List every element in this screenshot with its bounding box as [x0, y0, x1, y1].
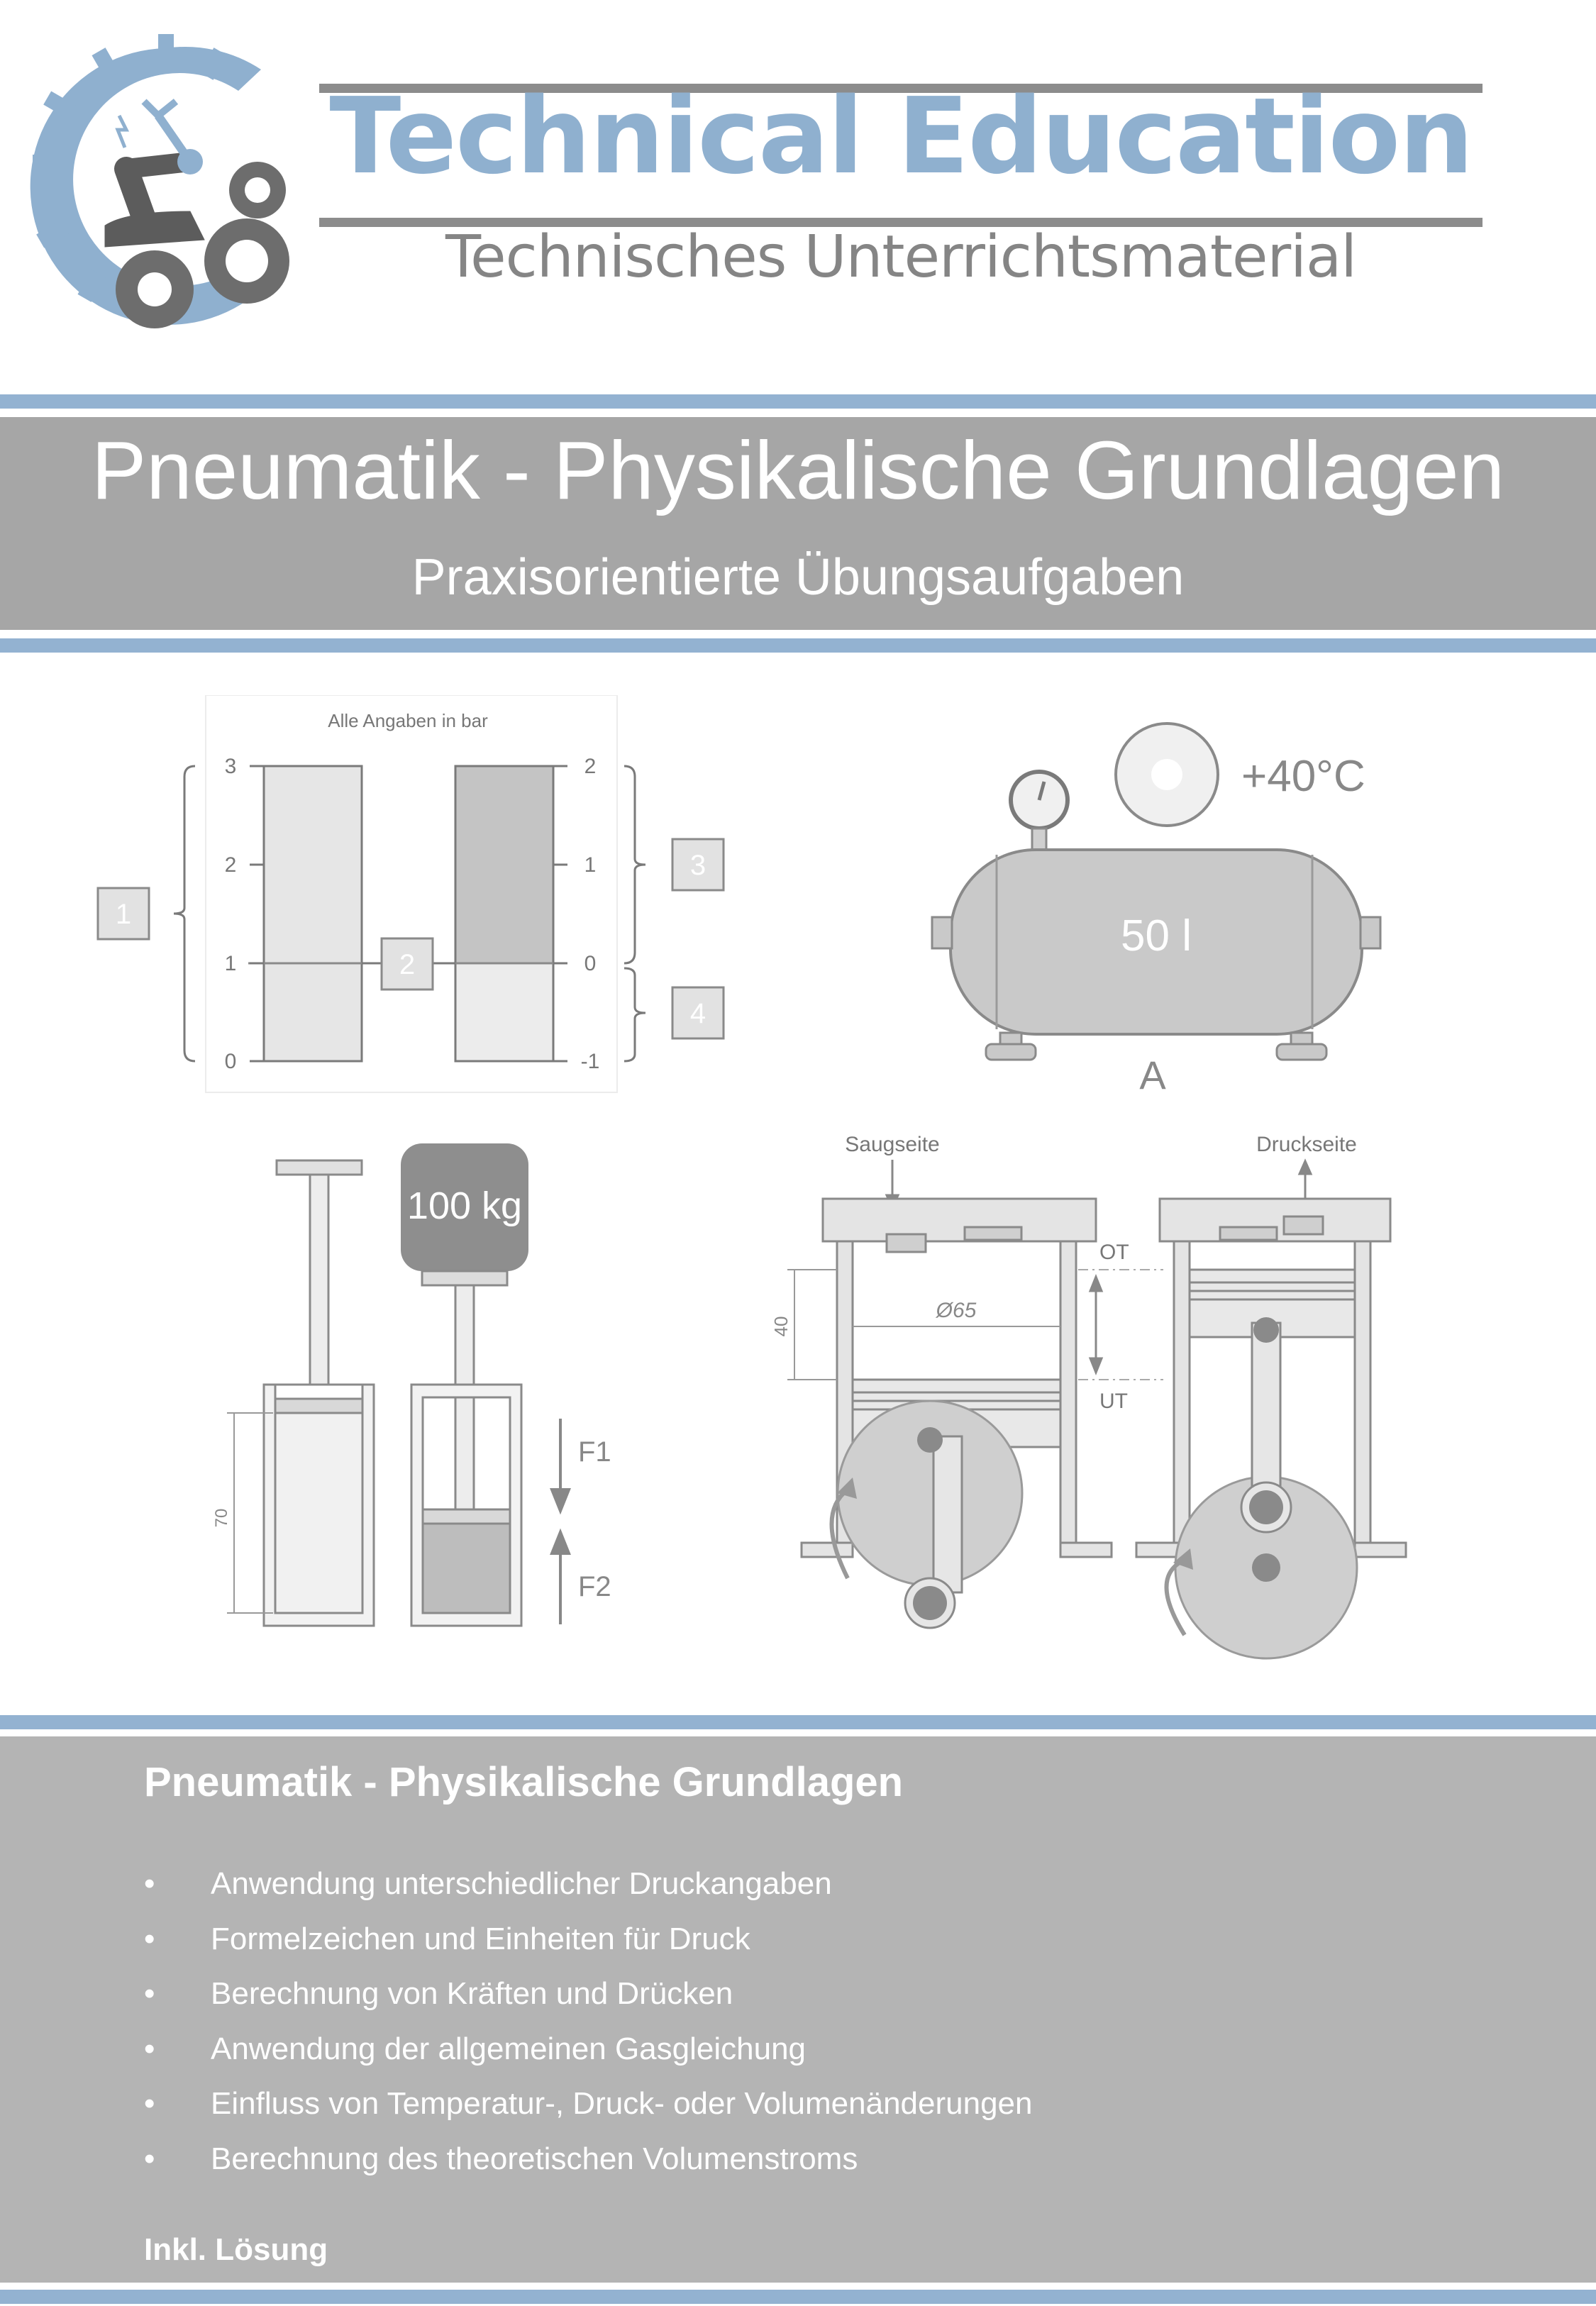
- tank-label: A: [1139, 1053, 1166, 1092]
- document-title: Pneumatik - Physikalische Grundlagen: [91, 424, 1505, 516]
- left-scale-label: 0: [225, 1050, 237, 1073]
- bullet: •: [144, 1921, 155, 1956]
- callout-label: 4: [690, 998, 706, 1029]
- stroke-dimension-label: 70: [212, 1509, 231, 1528]
- topic-text: Berechnung des theoretischen Volumenstro…: [211, 2141, 858, 2176]
- gauge-positive-bar: [454, 765, 555, 965]
- bullet: •: [144, 2031, 155, 2066]
- top-dead-center-label: OT: [1099, 1241, 1129, 1264]
- mass-label: 100 kg: [407, 1185, 522, 1227]
- bullet: •: [144, 1976, 155, 2011]
- info-heading: Pneumatik - Physikalische Grundlagen: [144, 1759, 904, 1805]
- press-figure: 70 100 kg F1 F2: [212, 1143, 611, 1627]
- blue-rule: [0, 2290, 1596, 2304]
- pressure-side-label: Druckseite: [1256, 1133, 1357, 1156]
- topic-text: Anwendung unterschiedlicher Druckangaben: [211, 1866, 832, 1901]
- air-tank-figure: +40°C 50 l A: [931, 722, 1382, 1092]
- topic-text: Einfluss von Temperatur-, Druck- oder Vo…: [211, 2086, 1033, 2121]
- topic-text: Berechnung von Kräften und Drücken: [211, 1976, 733, 2011]
- pressure-diagram-figure: Alle Angaben in bar 3 2 1 0 2 1 0 -1 1 2…: [96, 695, 725, 1093]
- suction-side-label: Saugseite: [845, 1133, 939, 1156]
- blue-rule: [0, 1715, 1596, 1729]
- brand-rule-bottom: [319, 218, 1483, 227]
- left-scale-label: 1: [225, 952, 237, 975]
- callout-label: 3: [690, 850, 706, 881]
- compressor-figure: Saugseite Druckseite 40 Ø65 OT UT: [770, 1133, 1407, 1660]
- mass-block: [401, 1143, 528, 1271]
- title-band: [0, 417, 1596, 630]
- right-scale-label: 0: [584, 952, 597, 975]
- blue-rule: [0, 394, 1596, 409]
- left-scale-label: 2: [225, 853, 237, 877]
- brand-title: Technical Education: [329, 75, 1473, 197]
- left-scale-label: 3: [225, 755, 237, 778]
- brand-subtitle: Technisches Unterrichtsmaterial: [445, 223, 1357, 291]
- temperature-label: +40°C: [1241, 752, 1365, 801]
- force-down-label: F1: [578, 1436, 611, 1468]
- callout-label: 2: [399, 949, 415, 980]
- bullet: •: [144, 2086, 155, 2121]
- bullet: •: [144, 2141, 155, 2176]
- gear-robot-arm-icon: [30, 34, 289, 328]
- callout-label: 1: [116, 899, 131, 930]
- bullet: •: [144, 1866, 155, 1901]
- stroke-label: 40: [770, 1316, 792, 1337]
- right-scale-label: -1: [581, 1050, 600, 1073]
- diagram-caption: Alle Angaben in bar: [328, 710, 488, 731]
- gauge-negative-bar: [454, 962, 555, 1063]
- volume-label: 50 l: [1121, 911, 1192, 960]
- right-scale-label: 1: [584, 853, 597, 877]
- solution-note: Inkl. Lösung: [144, 2232, 328, 2267]
- absolute-pressure-bar: [262, 765, 363, 1063]
- force-up-label: F2: [578, 1571, 611, 1602]
- right-scale-label: 2: [584, 755, 597, 778]
- bottom-dead-center-label: UT: [1099, 1390, 1128, 1413]
- brand-rule-top: [319, 84, 1483, 93]
- document-subtitle: Praxisorientierte Übungsaufgaben: [411, 549, 1185, 606]
- topic-text: Formelzeichen und Einheiten für Druck: [211, 1921, 750, 1956]
- blue-rule: [0, 638, 1596, 653]
- topic-text: Anwendung der allgemeinen Gasgleichung: [211, 2031, 807, 2066]
- info-band: [0, 1736, 1596, 2283]
- bore-label: Ø65: [936, 1299, 977, 1322]
